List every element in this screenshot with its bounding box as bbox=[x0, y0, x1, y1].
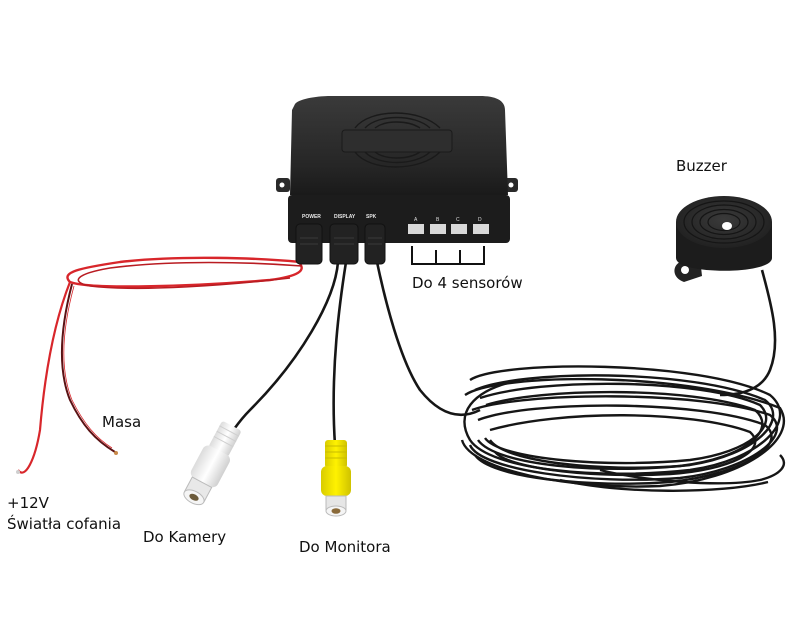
control-unit: POWER DISPLAY SPK A B C D bbox=[276, 96, 518, 265]
buzzer-label: Buzzer bbox=[676, 157, 727, 175]
buzzer-cable bbox=[719, 269, 777, 397]
ground-wire-tip bbox=[114, 451, 118, 455]
power-label-voltage: +12V bbox=[7, 494, 49, 512]
sensors-label: Do 4 sensorów bbox=[412, 274, 523, 292]
port-label-power: POWER bbox=[302, 214, 321, 220]
slot-label-d: D bbox=[478, 217, 482, 223]
sensor-port-a[interactable] bbox=[408, 224, 424, 234]
sensor-port-b[interactable] bbox=[430, 224, 446, 234]
port-label-spk: SPK bbox=[366, 214, 377, 220]
sensor-port-d[interactable] bbox=[473, 224, 489, 234]
power-label-reverse-lights: Światła cofania bbox=[7, 515, 122, 533]
monitor-cable bbox=[332, 261, 348, 446]
logo-icon bbox=[354, 112, 441, 168]
slot-label-a: A bbox=[414, 217, 418, 223]
slot-label-b: B bbox=[436, 217, 440, 223]
coiled-cable bbox=[460, 365, 786, 492]
red-wire-tip bbox=[16, 470, 20, 474]
buzzer-device bbox=[674, 196, 772, 282]
spk-cable bbox=[375, 261, 481, 417]
camera-rca-connector[interactable] bbox=[178, 419, 245, 510]
monitor-label: Do Monitora bbox=[299, 538, 391, 556]
monitor-rca-connector[interactable] bbox=[321, 440, 351, 517]
ground-label: Masa bbox=[102, 413, 142, 431]
sensors-bracket bbox=[411, 246, 485, 265]
camera-label: Do Kamery bbox=[143, 528, 227, 546]
power-wire bbox=[17, 256, 303, 474]
slot-label-c: C bbox=[456, 217, 460, 223]
port-label-display: DISPLAY bbox=[334, 214, 356, 220]
camera-cable bbox=[230, 261, 340, 433]
sensor-slots: A B C D bbox=[408, 217, 489, 234]
sensor-port-c[interactable] bbox=[451, 224, 467, 234]
